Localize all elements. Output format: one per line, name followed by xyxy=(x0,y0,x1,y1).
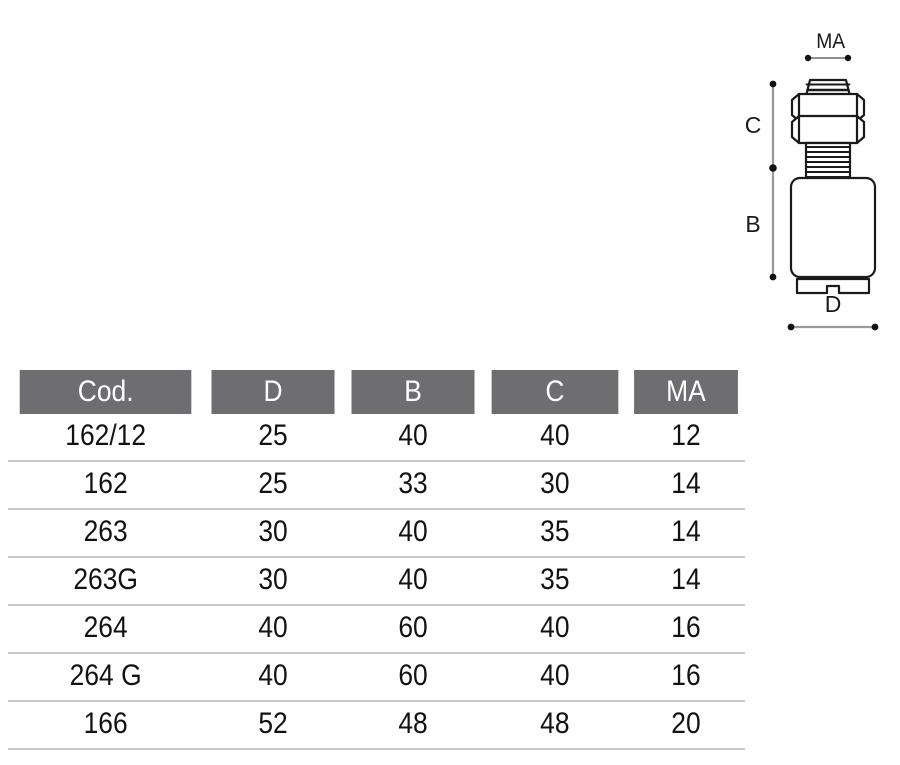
cell-b: 60 xyxy=(351,653,475,702)
cell-c: 48 xyxy=(491,701,619,750)
cell-ma: 20 xyxy=(634,701,738,750)
ma-dimension-group: MA xyxy=(804,30,852,62)
cell-d: 25 xyxy=(211,461,335,510)
ma-dimension-endpoint-right xyxy=(844,54,852,62)
column-header-b: B xyxy=(351,370,475,414)
vertical-dimension-group: C B xyxy=(745,80,777,281)
cylindrical-body xyxy=(789,176,877,279)
table-row: 264 G 40 60 40 16 xyxy=(8,653,745,702)
cell-ma: 16 xyxy=(634,653,738,702)
column-header-ma: MA xyxy=(634,370,738,414)
table-row: 264 40 60 40 16 xyxy=(8,605,745,654)
cell-c: 35 xyxy=(491,509,619,558)
cell-c: 40 xyxy=(491,414,619,462)
cell-d: 30 xyxy=(211,509,335,558)
column-header-cod: Cod. xyxy=(19,370,192,414)
d-dimension-group: D xyxy=(787,291,879,331)
b-dimension-label: B xyxy=(745,211,760,237)
cell-ma: 12 xyxy=(634,414,738,462)
table-row: 166 52 48 48 20 xyxy=(8,701,745,750)
dimension-table: Cod. D B C MA 162/12 25 40 40 12 162 25 … xyxy=(8,370,745,750)
cell-cod: 162/12 xyxy=(19,414,192,462)
cell-d: 25 xyxy=(211,414,335,462)
ma-dimension-label: MA xyxy=(816,30,845,53)
threaded-shank xyxy=(804,141,852,181)
cell-cod: 264 G xyxy=(19,653,192,702)
table-row: 263G 30 40 35 14 xyxy=(8,557,745,606)
cell-c: 30 xyxy=(491,461,619,510)
cell-d: 52 xyxy=(211,701,335,750)
cell-d: 40 xyxy=(211,653,335,702)
dimension-endpoint-middle xyxy=(769,164,777,172)
cell-c: 40 xyxy=(491,605,619,654)
table-row: 162/12 25 40 40 12 xyxy=(8,414,745,462)
d-dimension-endpoint-left xyxy=(787,323,795,331)
cell-c: 35 xyxy=(491,557,619,606)
cell-cod: 166 xyxy=(19,701,192,750)
cell-cod: 162 xyxy=(19,461,192,510)
table-header-row: Cod. D B C MA xyxy=(8,370,745,414)
cell-d: 40 xyxy=(211,605,335,654)
cell-b: 48 xyxy=(351,701,475,750)
cell-c: 40 xyxy=(491,653,619,702)
technical-drawing: MA C B xyxy=(735,18,900,343)
cell-b: 40 xyxy=(351,509,475,558)
table-body: 162/12 25 40 40 12 162 25 33 30 14 263 3… xyxy=(8,414,745,750)
cell-ma: 14 xyxy=(634,509,738,558)
cell-b: 40 xyxy=(351,557,475,606)
cell-d: 30 xyxy=(211,557,335,606)
cell-b: 33 xyxy=(351,461,475,510)
dimension-endpoint-top xyxy=(769,80,777,88)
hex-nut-lower xyxy=(790,114,866,145)
ma-dimension-endpoint-left xyxy=(804,54,812,62)
part-geometry xyxy=(789,78,877,295)
cell-cod: 264 xyxy=(19,605,192,654)
dimension-endpoint-bottom xyxy=(769,273,777,281)
cell-b: 40 xyxy=(351,414,475,462)
column-header-d: D xyxy=(211,370,335,414)
d-dimension-endpoint-right xyxy=(871,323,879,331)
cell-ma: 14 xyxy=(634,461,738,510)
d-dimension-label: D xyxy=(825,291,842,317)
table-row: 263 30 40 35 14 xyxy=(8,509,745,558)
cell-cod: 263G xyxy=(19,557,192,606)
table-row: 162 25 33 30 14 xyxy=(8,461,745,510)
cell-cod: 263 xyxy=(19,509,192,558)
dimension-table-wrapper: Cod. D B C MA 162/12 25 40 40 12 162 25 … xyxy=(8,370,745,750)
column-header-c: C xyxy=(491,370,619,414)
c-dimension-label: C xyxy=(745,112,762,138)
cell-ma: 16 xyxy=(634,605,738,654)
cell-b: 60 xyxy=(351,605,475,654)
cell-ma: 14 xyxy=(634,557,738,606)
base-pad xyxy=(795,277,871,295)
